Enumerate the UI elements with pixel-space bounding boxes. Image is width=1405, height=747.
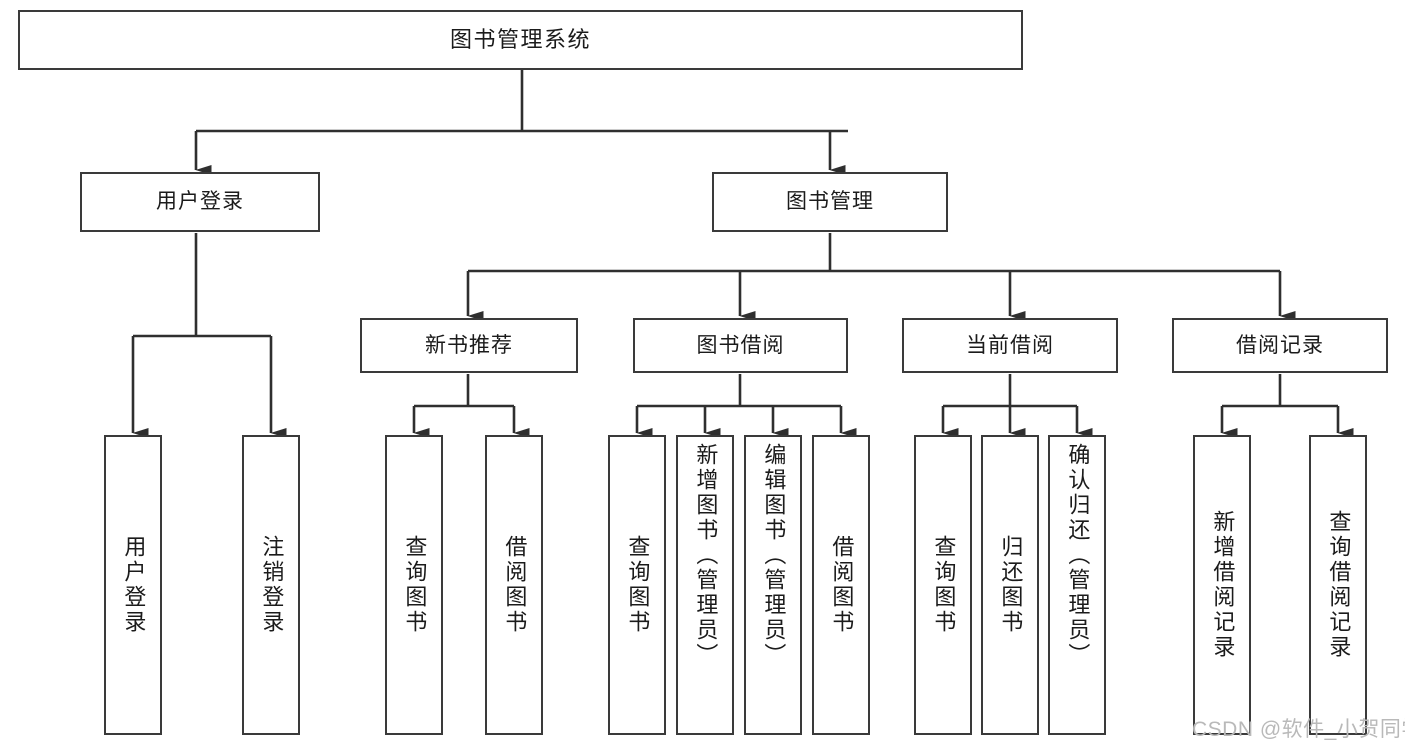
node-leaf-query-borrow-record[interactable]: 查询借阅记录 <box>1309 435 1367 735</box>
node-leaf-confirm-return-admin[interactable]: 确认归还（管理员） <box>1048 435 1106 735</box>
node-leaf-query-book-b-label: 查询图书 <box>625 535 651 635</box>
watermark: CSDN @软件_小贺同学 <box>1192 718 1405 741</box>
node-user-login-label: 用户登录 <box>156 190 244 214</box>
node-new-book-recommend-label: 新书推荐 <box>425 333 513 357</box>
node-book-borrow-label: 图书借阅 <box>696 333 785 357</box>
node-user-login[interactable]: 用户登录 <box>80 172 320 232</box>
node-leaf-query-book-c-label: 查询图书 <box>931 535 957 635</box>
node-current-borrow-label: 当前借阅 <box>966 333 1054 357</box>
node-leaf-query-borrow-record-label: 查询借阅记录 <box>1326 510 1352 660</box>
node-book-manage[interactable]: 图书管理 <box>712 172 948 232</box>
node-borrow-record[interactable]: 借阅记录 <box>1172 318 1388 373</box>
node-leaf-add-borrow-record-label: 新增借阅记录 <box>1210 510 1236 660</box>
node-book-borrow[interactable]: 图书借阅 <box>633 318 848 373</box>
node-leaf-confirm-return-admin-label: 确认归还（管理员） <box>1065 443 1091 668</box>
node-leaf-query-book-a[interactable]: 查询图书 <box>385 435 443 735</box>
node-leaf-query-book-c[interactable]: 查询图书 <box>914 435 972 735</box>
node-leaf-add-borrow-record[interactable]: 新增借阅记录 <box>1193 435 1251 735</box>
node-current-borrow[interactable]: 当前借阅 <box>902 318 1118 373</box>
node-leaf-edit-book-admin-label: 编辑图书（管理员） <box>761 443 787 668</box>
node-leaf-return-book-label: 归还图书 <box>998 535 1024 635</box>
node-leaf-borrow-book-b-label: 借阅图书 <box>829 535 855 635</box>
node-leaf-logout-label: 注销登录 <box>259 535 285 635</box>
node-leaf-user-login[interactable]: 用户登录 <box>104 435 162 735</box>
node-borrow-record-label: 借阅记录 <box>1236 333 1324 357</box>
node-root[interactable]: 图书管理系统 <box>18 10 1023 70</box>
node-leaf-return-book[interactable]: 归还图书 <box>981 435 1039 735</box>
node-leaf-add-book-admin[interactable]: 新增图书（管理员） <box>676 435 734 735</box>
node-leaf-edit-book-admin[interactable]: 编辑图书（管理员） <box>744 435 802 735</box>
node-leaf-borrow-book-a-label: 借阅图书 <box>502 535 528 635</box>
node-leaf-add-book-admin-label: 新增图书（管理员） <box>693 443 719 668</box>
node-leaf-logout[interactable]: 注销登录 <box>242 435 300 735</box>
node-book-manage-label: 图书管理 <box>786 190 874 214</box>
node-leaf-query-book-a-label: 查询图书 <box>402 535 428 635</box>
node-root-label: 图书管理系统 <box>449 26 591 52</box>
node-leaf-borrow-book-b[interactable]: 借阅图书 <box>812 435 870 735</box>
node-leaf-borrow-book-a[interactable]: 借阅图书 <box>485 435 543 735</box>
node-leaf-query-book-b[interactable]: 查询图书 <box>608 435 666 735</box>
node-leaf-user-login-label: 用户登录 <box>121 535 147 635</box>
node-new-book-recommend[interactable]: 新书推荐 <box>360 318 578 373</box>
